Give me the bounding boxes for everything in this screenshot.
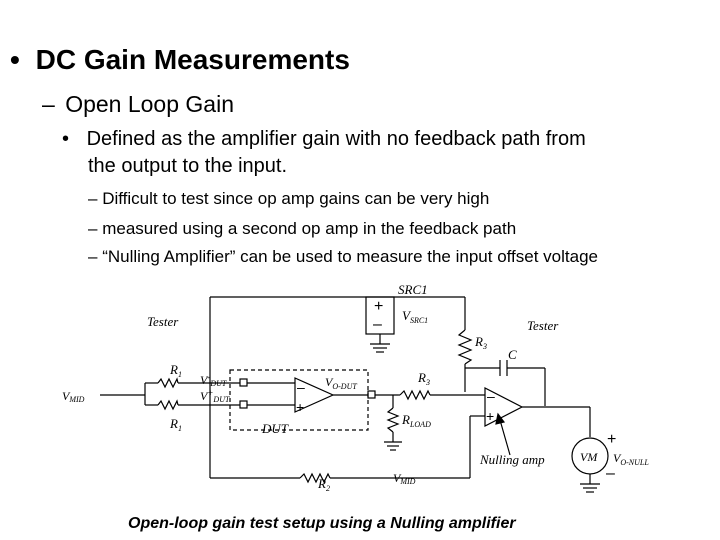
subpoint-text: “Nulling Amplifier” can be used to measu…: [102, 247, 599, 266]
r3-top-label: R3: [474, 334, 487, 351]
dut-label: DUT: [261, 421, 289, 436]
vo-dut-sub: O-DUT: [332, 382, 357, 391]
subpoint-text: measured using a second op amp in the fe…: [102, 219, 517, 238]
vm-label: VM: [580, 450, 598, 464]
figure-caption: Open-loop gain test setup using a Nullin…: [128, 515, 516, 532]
null-minus: –: [487, 388, 495, 404]
vmid-left-main: V: [62, 389, 71, 403]
r3-mid-label: R3: [417, 370, 430, 387]
r3-top-sub: 3: [482, 342, 487, 351]
src1-plus: +: [374, 298, 383, 315]
vo-null-sub: O-NULL: [620, 458, 649, 467]
r1-bottom-label: R1: [169, 416, 182, 433]
subheading: – Open Loop Gain: [42, 91, 234, 118]
rload-label: RLOAD: [401, 412, 431, 429]
vo-null-main: V: [613, 451, 622, 465]
vmid-bottom-main: V: [393, 471, 402, 485]
vsrc1-main: V: [402, 308, 412, 323]
vm-minus: –: [606, 465, 615, 482]
nulling-amp-label: Nulling amp: [479, 452, 545, 467]
vsrc1-label: VSRC1: [402, 308, 428, 325]
heading: • DC Gain Measurements: [10, 44, 350, 76]
r1-top-main: R: [169, 362, 178, 377]
r3-mid-sub: 3: [425, 378, 430, 387]
vsrc1-sub: SRC1: [410, 316, 428, 325]
src1-label: SRC1: [398, 282, 428, 297]
point-line2: the output to the input.: [88, 155, 288, 177]
vo-dut-label: VO-DUT: [325, 375, 357, 391]
vmid-left-sub: MID: [68, 395, 84, 404]
r1-top-sub: 1: [178, 370, 182, 379]
src1-minus: –: [373, 316, 382, 333]
heading-bullet: •: [10, 44, 20, 75]
rload-sub: LOAD: [409, 420, 431, 429]
r1-bottom-sub: 1: [178, 424, 182, 433]
rload-main: R: [401, 412, 410, 427]
r1-top-label: R1: [169, 362, 182, 379]
vplus-dut-sup: +: [207, 388, 213, 398]
vplus-dut-main: V: [200, 389, 209, 403]
vm-plus: +: [607, 431, 616, 448]
dut-minus: –: [297, 379, 305, 395]
subheading-text: Open Loop Gain: [65, 91, 234, 117]
null-plus: +: [486, 408, 494, 424]
r2-sub: 2: [326, 484, 330, 493]
vminus-dut-main: V: [200, 373, 209, 387]
vminus-dut-sub: DUT: [209, 379, 227, 388]
vminus-dut-label: V-DUT: [200, 372, 227, 388]
subpoint-2: – measured using a second op amp in the …: [88, 219, 516, 239]
vmid-left-label: VMID: [62, 389, 85, 404]
point-bullet: •: [62, 128, 70, 150]
main-point: • Defined as the amplifier gain with no …: [62, 126, 586, 153]
subpoint-dash: –: [88, 247, 98, 266]
c-label: C: [508, 347, 517, 362]
vmid-bottom-label: VMID: [393, 471, 416, 486]
vo-dut-main: V: [325, 375, 334, 389]
dut-plus: +: [296, 399, 304, 415]
r3-mid-main: R: [417, 370, 426, 385]
r2-main: R: [317, 476, 326, 491]
subpoint-text: Difficult to test since op amp gains can…: [102, 189, 490, 208]
tester-right: Tester: [527, 318, 559, 333]
subpoint-1: – Difficult to test since op amp gains c…: [88, 189, 489, 209]
subheading-dash: –: [42, 91, 55, 117]
tester-left: Tester: [147, 314, 179, 329]
subpoint-dash: –: [88, 219, 98, 238]
heading-text: DC Gain Measurements: [35, 44, 350, 75]
subpoint-3: – “Nulling Amplifier” can be used to mea…: [88, 247, 598, 267]
r3-top-main: R: [474, 334, 483, 349]
vplus-dut-label: V+DUT: [200, 388, 230, 404]
vminus-dut-sup: -: [207, 372, 210, 382]
subpoint-dash: –: [88, 189, 98, 208]
vo-null-label: VO-NULL: [613, 451, 649, 467]
r1-bottom-main: R: [169, 416, 178, 431]
vplus-dut-sub: DUT: [212, 395, 230, 404]
r2-label: R2: [317, 476, 330, 493]
vmid-bottom-sub: MID: [399, 477, 415, 486]
point-line1: Defined as the amplifier gain with no fe…: [86, 128, 586, 150]
